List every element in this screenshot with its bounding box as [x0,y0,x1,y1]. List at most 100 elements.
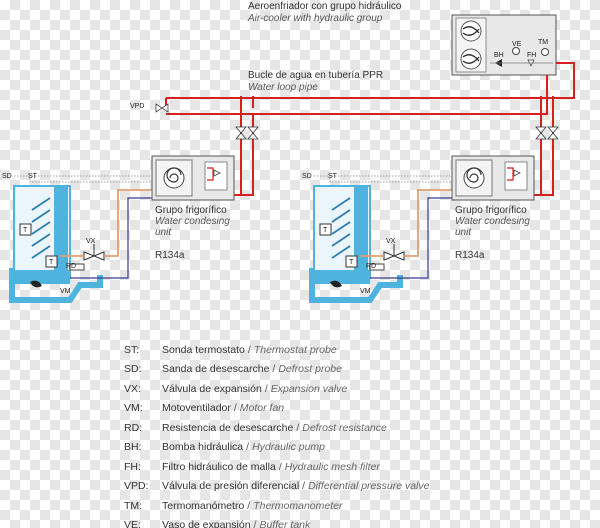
legend-description: Motoventilador [162,402,231,415]
vm-label: VM [60,288,71,295]
svg-text:T: T [49,259,54,266]
legend-description: Sanda de desescarche [162,363,270,376]
legend-separator: / [302,480,306,493]
svg-text:T: T [323,227,328,234]
thermostat-box-icon [319,223,332,236]
legend-row: VM: Motoventilador/Motor fan [124,399,594,419]
legend-description: Bomba hidráulica [162,441,244,454]
legend-separator: / [246,441,250,454]
legend-translation: Hydraulic pump [252,441,326,454]
legend-separator: / [272,363,276,376]
legend-code: VPD: [124,480,149,493]
legend-row: FH: Filtro hidráulico de malla/Hydraulic … [124,457,594,477]
fan-icon [460,20,482,42]
legend-translation: Thermomanometer [253,499,343,512]
legend-code: RD: [124,421,143,434]
water-loop-title: Bucle de agua en tubería PPR [248,70,383,81]
legend-row: BH: Bomba hidráulica/Hydraulic pump [124,438,594,458]
thermostat-box-icon [345,255,358,268]
shutoff-valve-icon [235,126,559,140]
svg-text:T: T [23,227,28,234]
unit-subtitle-2: unit [155,227,172,238]
unit-subtitle-1: Water condesing [155,216,230,227]
legend-row: VX: Válvula de expansión/Expansion valve [124,379,594,399]
legend-translation: Expansion valve [270,382,348,395]
vx-label: VX [86,238,96,245]
legend-row: ST: Sonda termostato/Thermostat probe [124,340,594,360]
left-condensing-unit: Grupo frigorífico Water condesing unit R… [151,155,235,261]
air-cooler-unit: BH VE FH TM [451,14,557,76]
vpd-label: VPD [130,103,144,110]
legend-description: Filtro hidráulico de malla [162,460,276,473]
legend-row: TM: Termomanómetro/Thermomanometer [124,496,594,516]
legend-separator: / [278,460,282,473]
left-cold-room: SD ST T T VM RD VX [2,173,156,303]
legend-description: Válvula de expansión [162,382,262,395]
legend-translation: Buffer tank [259,519,311,528]
legend-translation: Differential pressure valve [308,480,430,493]
legend-description: Sonda termostato [162,343,245,356]
legend-separator: / [253,519,257,528]
unit-title: Grupo frigorífico [155,205,227,216]
vm-label: VM [360,288,371,295]
thermomanometer-icon [541,48,549,56]
legend-row: VE: Vaso de expansión/Buffer tank [124,516,594,528]
legend-code: VM: [124,402,143,415]
legend-translation: Thermostat probe [253,343,337,356]
unit-title: Grupo frigorífico [455,205,527,216]
legend-row: VPD: Válvula de presión diferencial/Diffe… [124,477,594,497]
vx-label: VX [386,238,396,245]
right-cold-room: SD ST T T VM RD VX [302,173,456,303]
legend-separator: / [264,382,268,395]
legend-code: FH: [124,460,141,473]
legend-code: VX: [124,382,141,395]
legend-translation: Defrost resistance [302,421,387,434]
svg-text:T: T [349,259,354,266]
legend-description: Vaso de expansión [162,519,251,528]
defrost-resistance-icon [369,263,385,271]
refrigerant-label: R134a [455,250,485,261]
legend-row: RD:Resistencia de desescarche/Defrost re… [124,418,594,438]
motor-fan-icon [30,280,42,288]
fan-icon [460,48,482,70]
rd-label: RD [366,263,376,270]
legend-description: Válvula de presión diferencial [162,480,300,493]
bh-label: BH [494,52,504,59]
legend-code: SD: [124,363,142,376]
sd-label: SD [2,173,12,180]
legend-separator: / [233,402,237,415]
water-loop-subtitle: Water loop pipe [248,82,318,93]
expansion-vessel-icon [512,47,520,55]
refrigerant-label: R134a [155,250,185,261]
sd-label: SD [302,173,312,180]
legend-separator: / [247,499,251,512]
unit-subtitle-1: Water condesing [455,216,530,227]
vpd-valve-icon [155,103,169,113]
motor-fan-icon [330,280,342,288]
legend-code: BH: [124,441,142,454]
legend-separator: / [296,421,300,434]
st-label: ST [328,173,338,180]
rd-label: RD [66,263,76,270]
thermostat-box-icon [45,255,58,268]
st-label: ST [28,173,38,180]
legend-code: TM: [124,499,143,512]
air-cooler-subtitle: Air-cooler with hydraulic group [247,13,383,24]
thermostat-box-icon [19,223,32,236]
legend-code: VE: [124,519,141,528]
legend-translation: Defrost probe [278,363,342,376]
legend-separator: / [247,343,251,356]
legend-description: Termomanómetro [162,499,245,512]
legend-row: SD: Sanda de desescarche/Defrost probe [124,360,594,380]
defrost-resistance-icon [69,263,85,271]
legend-code: ST: [124,343,140,356]
ve-label: VE [512,41,522,48]
legend-translation: Hydraulic mesh filter [284,460,380,473]
right-condensing-unit: Grupo frigorífico Water condesing unit R… [451,155,535,261]
legend-translation: Motor fan [239,402,285,415]
fh-label: FH [527,52,536,59]
tm-label: TM [538,39,548,46]
